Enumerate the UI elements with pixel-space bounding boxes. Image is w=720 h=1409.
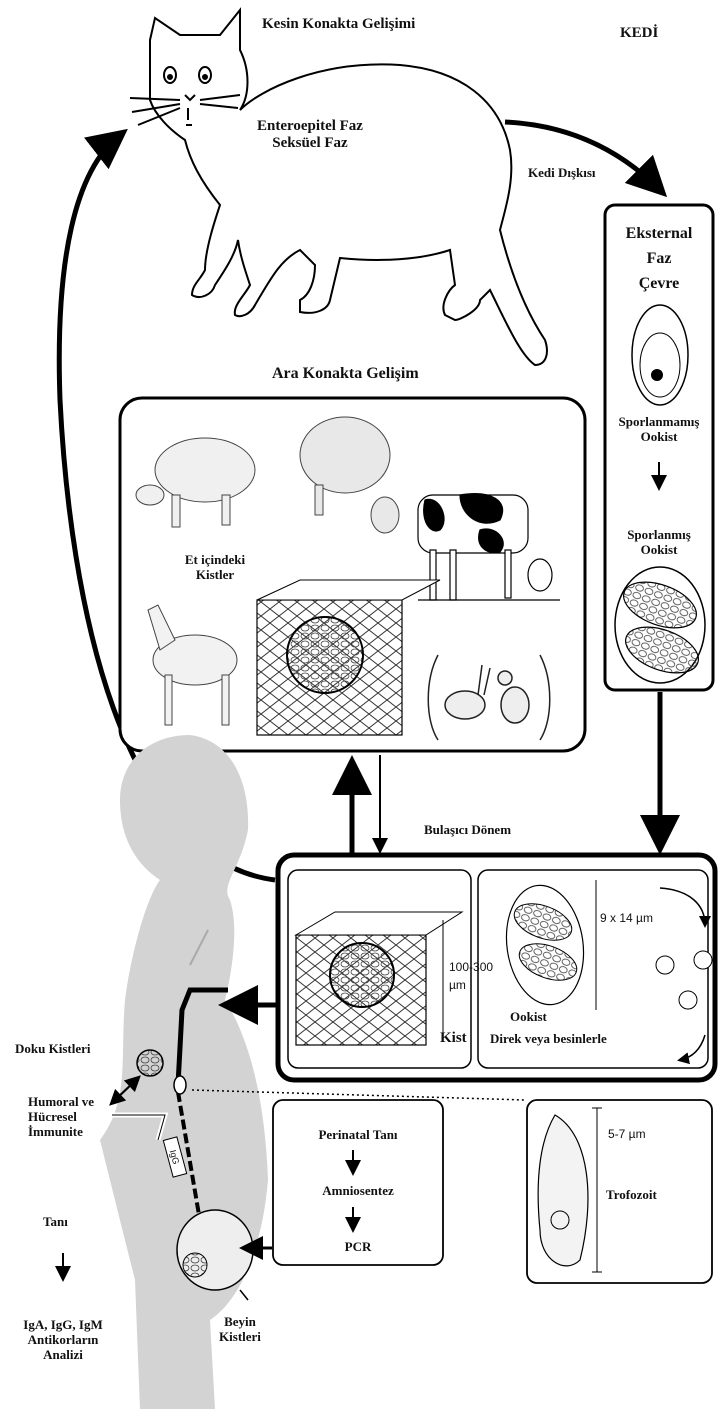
intermediate-host-title: Ara Konakta Gelişim bbox=[272, 365, 419, 383]
trophozoite-size-label: 5-7 µm bbox=[608, 1128, 646, 1142]
cat-illustration bbox=[130, 10, 547, 365]
cat-feces-label: Kedi Dışkısı bbox=[528, 166, 596, 181]
definitive-host-title: Kesin Konakta Gelişimi bbox=[262, 16, 415, 33]
perinatal-diagnosis-label: Perinatal Tanı bbox=[273, 1128, 443, 1143]
cat-label: KEDİ bbox=[620, 25, 658, 42]
direct-food-label: Direk veya besinlerle bbox=[490, 1032, 607, 1047]
oocyst-label: Ookist bbox=[510, 1010, 547, 1025]
cyst-label: Kist bbox=[440, 1030, 467, 1047]
oocyst-size-label: 9 x 14 µm bbox=[600, 912, 653, 926]
pcr-label: PCR bbox=[273, 1240, 443, 1255]
amniocentesis-label: Amniosentez bbox=[273, 1184, 443, 1199]
human-silhouette bbox=[100, 735, 268, 1409]
infective-period-label: Bulaşıcı Dönem bbox=[424, 823, 511, 838]
fetus-illustration bbox=[177, 1210, 253, 1290]
trophozoite-label: Trofozoit bbox=[606, 1188, 657, 1203]
diagnosis-label: Tanı bbox=[43, 1215, 68, 1230]
tissue-cysts-label: Doku Kistleri bbox=[15, 1042, 90, 1057]
